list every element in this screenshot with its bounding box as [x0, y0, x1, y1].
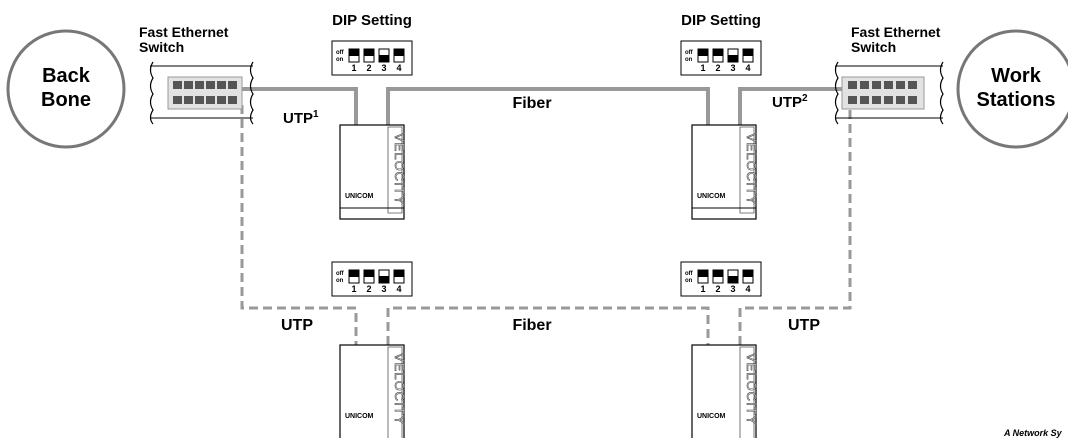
- top-utp-link-right: [738, 87, 850, 125]
- converter-side-panel: [739, 126, 755, 214]
- backbone-label-line1: Back: [42, 65, 91, 87]
- dip-number-2: 2: [715, 63, 720, 73]
- left-switch: Fast Ethernet Switch: [139, 24, 254, 125]
- top-fiber-link: [386, 87, 710, 125]
- left-switch-ports: [173, 81, 237, 104]
- right-switch-ports: [848, 81, 917, 104]
- left-switch-label-line1: Fast Ethernet: [139, 24, 229, 40]
- converter-brand-logo: UNICOM: [697, 413, 726, 420]
- dip-number-1: 1: [700, 63, 705, 73]
- backbone-label-line2: Bone: [41, 89, 91, 111]
- converter-brand-logo: UNICOM: [345, 193, 374, 200]
- dip-number-1: 1: [351, 284, 356, 294]
- dip-number-3: 3: [730, 63, 735, 73]
- right-switch-label-line1: Fast Ethernet: [851, 24, 941, 40]
- dip-number-2: 2: [366, 63, 371, 73]
- dip-on-label: on: [685, 57, 693, 63]
- bottom-right-utp-label: UTP: [788, 317, 820, 334]
- dip-off-label: off: [336, 50, 345, 56]
- dip-on-label: on: [336, 57, 344, 63]
- dip-number-2: 2: [366, 284, 371, 294]
- converter-brand-logo: UNICOM: [697, 193, 726, 200]
- dip-switch-1-lever: [698, 49, 708, 56]
- right-switch-label-line2: Switch: [851, 39, 896, 55]
- dip-on-label: on: [336, 278, 344, 284]
- converter-body: [339, 344, 405, 438]
- dip-switch-2-lever: [364, 49, 374, 56]
- dip-number-3: 3: [381, 63, 386, 73]
- converter-product-name: VELOCITY: [744, 353, 759, 425]
- dip-switch-2-lever: [364, 270, 374, 277]
- converter-product-name: VELOCITY: [392, 133, 407, 205]
- dip-number-4: 4: [396, 63, 401, 73]
- converter-side-panel: [387, 346, 403, 438]
- top-left-utp-label: UTP1: [283, 109, 319, 127]
- bottom-utp-link-right: [738, 105, 852, 345]
- dip-switch-1-lever: [349, 270, 359, 277]
- dip-switch-3-lever: [728, 55, 738, 62]
- dip-number-1: 1: [351, 63, 356, 73]
- dip-switch-3-lever: [728, 276, 738, 283]
- right-switch: Fast Ethernet Switch: [834, 24, 944, 125]
- bottom-left-utp-label: UTP: [281, 317, 313, 334]
- dip-title-left: DIP Setting: [332, 12, 412, 29]
- converter-body: [339, 124, 405, 220]
- converter-product-name: VELOCITY: [392, 353, 407, 425]
- converter-body: [691, 124, 757, 220]
- dip-switch-1-lever: [349, 49, 359, 56]
- bottom-fiber-label: Fiber: [512, 317, 551, 334]
- top-right-utp-label: UTP2: [772, 93, 808, 111]
- dip-number-3: 3: [381, 284, 386, 294]
- dip-number-2: 2: [715, 284, 720, 294]
- converter-side-panel: [739, 346, 755, 438]
- dip-switch-4-lever: [394, 49, 404, 56]
- dip-on-label: on: [685, 278, 693, 284]
- workstations-node: Work Stations: [956, 29, 1068, 149]
- media-converter-top-right: VELOCITY UNICOM: [691, 124, 759, 220]
- dip-switch-1-lever: [698, 270, 708, 277]
- media-converter-bottom-left: VELOCITY UNICOM: [339, 344, 407, 438]
- dip-switch-4-lever: [743, 270, 753, 277]
- dip-switch-4-lever: [394, 270, 404, 277]
- dip-switch-4-lever: [743, 49, 753, 56]
- dip-number-3: 3: [730, 284, 735, 294]
- converter-body: [691, 344, 757, 438]
- dip-number-4: 4: [745, 284, 750, 294]
- backbone-node: Back Bone: [6, 29, 126, 149]
- dip-switch-3-lever: [379, 55, 389, 62]
- dip-number-4: 4: [396, 284, 401, 294]
- converter-product-name: VELOCITY: [744, 133, 759, 205]
- bottom-fiber-link: [386, 306, 710, 345]
- dip-off-label: off: [685, 271, 694, 277]
- dip-title-right: DIP Setting: [681, 12, 761, 29]
- media-converter-top-left: VELOCITY UNICOM: [339, 124, 407, 220]
- workstations-label-line2: Stations: [977, 89, 1056, 111]
- dip-number-4: 4: [745, 63, 750, 73]
- media-converter-bottom-right: VELOCITY UNICOM: [691, 344, 759, 438]
- dip-number-1: 1: [700, 284, 705, 294]
- bottom-utp-link-left: [240, 105, 358, 345]
- converter-brand-logo: UNICOM: [345, 413, 374, 420]
- top-utp-link-left: [242, 87, 358, 125]
- dip-switch-2-lever: [713, 270, 723, 277]
- dip-switch-2-lever: [713, 49, 723, 56]
- dip-off-label: off: [336, 271, 345, 277]
- workstations-label-line1: Work: [991, 65, 1042, 87]
- dip-switch-3-lever: [379, 276, 389, 283]
- left-switch-label-line2: Switch: [139, 39, 184, 55]
- converter-side-panel: [387, 126, 403, 214]
- diagram-caption: A Network Sy: [1003, 428, 1063, 438]
- top-fiber-label: Fiber: [512, 95, 551, 112]
- dip-off-label: off: [685, 50, 694, 56]
